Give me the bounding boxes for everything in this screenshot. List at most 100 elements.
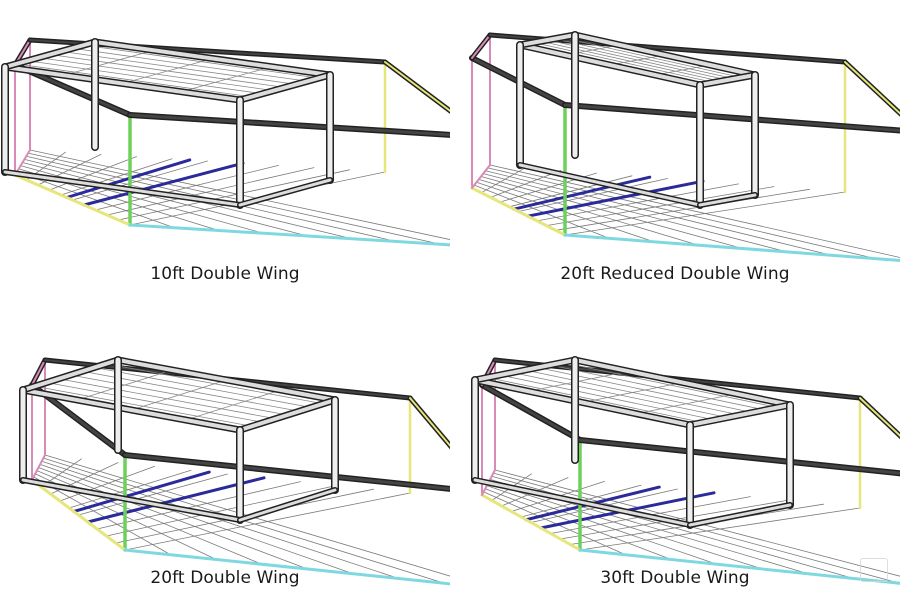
floor-grid-line (59, 465, 155, 502)
floor-grid-line (487, 167, 877, 260)
floor-grid-line (536, 183, 739, 222)
bottom-rail (123, 548, 450, 586)
module-bottom (238, 488, 337, 522)
floor-grid-line (485, 170, 832, 256)
module-bottom (238, 178, 332, 207)
floor-grid-line (95, 164, 279, 211)
floor-grid-line (482, 173, 788, 253)
module-bottom (3, 170, 242, 207)
floor-grid-line (555, 188, 810, 231)
top-beam (407, 395, 450, 450)
floor-grid-line (44, 454, 450, 577)
top-beam (31, 359, 46, 386)
top-beam (384, 61, 450, 113)
module-beam (238, 73, 332, 102)
module-beam (21, 358, 120, 392)
bottom-rail (470, 186, 567, 237)
top-beam (480, 383, 582, 442)
floor-grid-line (486, 485, 718, 565)
floor-grid-line (473, 184, 610, 239)
module-roof-grid (76, 369, 173, 401)
floor-grid-line (489, 164, 900, 258)
module-beam (573, 33, 757, 77)
floor-grid-line (494, 469, 900, 577)
bottom-rail (13, 173, 132, 227)
floor-grid-line (106, 167, 315, 216)
floor-grid-line (68, 469, 192, 509)
top-beam (844, 61, 900, 115)
module-bottom (688, 503, 792, 527)
floor-grid-line (518, 178, 668, 212)
floor-grid-line (49, 156, 137, 191)
bottom-rail (563, 233, 900, 262)
module-roof-grid (654, 64, 711, 76)
container-frame-diagram (1, 37, 450, 247)
module-beam (688, 403, 792, 427)
floor-grid-line (33, 476, 172, 556)
module-roof-grid (582, 382, 683, 403)
floor-grid-line (488, 482, 763, 570)
top-beam (859, 397, 900, 438)
module-beam (3, 40, 97, 69)
panel-caption: 20ft Double Wing (150, 568, 300, 588)
floor-grid-line (480, 176, 743, 249)
panel-20ft-reduced-double-wing: 20ft Reduced Double Wing (450, 0, 900, 300)
floor-rail (82, 161, 245, 207)
panel-caption: 30ft Double Wing (600, 568, 750, 588)
module-beam (573, 358, 792, 407)
top-beam (471, 34, 491, 59)
bottom-rail (30, 478, 127, 552)
module-roof-grid (131, 379, 227, 411)
module-beam (518, 43, 702, 87)
floor-grid-line (490, 169, 562, 198)
module-roof-grid (609, 54, 666, 66)
container-frame-diagram (19, 356, 450, 586)
panel-caption: 20ft Reduced Double Wing (560, 264, 790, 284)
floor-grid-line (22, 162, 308, 237)
floor-grid-line (78, 473, 228, 516)
module-beam (3, 65, 242, 102)
floor-grid-line (483, 491, 627, 556)
watermark-logo (860, 558, 888, 582)
floor-grid-line (16, 171, 175, 229)
floor-rail (512, 175, 652, 211)
module-bottom (473, 478, 692, 527)
floor-grid-line (39, 463, 354, 575)
top-beam (382, 59, 450, 114)
module-roof-grid (122, 58, 213, 84)
module-beam (473, 378, 692, 427)
panel-20ft-double-wing: 20ft Double Wing (0, 300, 450, 600)
top-beam (578, 438, 900, 475)
module-roof-grid (63, 49, 155, 76)
module-beam (518, 33, 577, 47)
top-beam (128, 113, 450, 137)
floor-rail (526, 179, 705, 218)
panel-caption: 10ft Double Wing (150, 264, 300, 284)
module-beam (473, 358, 577, 382)
top-beam (409, 397, 450, 448)
module-beam (93, 40, 332, 77)
panel-30ft-double-wing: 30ft Double Wing (450, 300, 900, 600)
module-beam (698, 73, 757, 87)
module-beam (238, 398, 337, 432)
container-frame-diagram (471, 356, 900, 585)
floor-grid-line (36, 470, 263, 565)
module-bottom (698, 193, 757, 207)
top-beam (123, 453, 450, 491)
module-roof-grid (180, 66, 272, 93)
floor-grid-line (480, 167, 526, 194)
floor-grid-line (96, 481, 301, 530)
module-beam (116, 358, 337, 402)
floor-grid-line (546, 186, 775, 227)
floor-grid-line (38, 467, 308, 570)
floor-grid-line (492, 472, 900, 584)
top-beam (857, 395, 900, 440)
bottom-rail (31, 454, 46, 481)
container-frame-diagram (469, 31, 900, 262)
floor-rail (86, 476, 266, 524)
panel-10ft-double-wing: 10ft Double Wing (0, 0, 450, 300)
bottom-rail (480, 493, 582, 552)
top-beam (563, 103, 900, 132)
top-beam (842, 59, 900, 117)
floor-grid-line (72, 160, 208, 201)
